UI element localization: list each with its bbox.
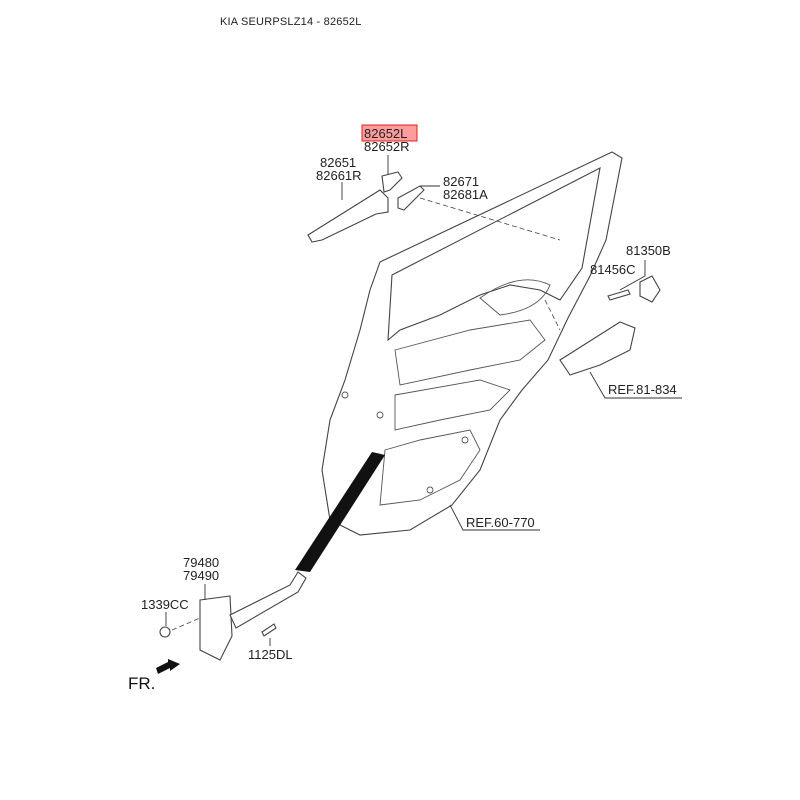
label-82652R[interactable]: 82652R	[364, 139, 410, 154]
label-82671[interactable]: 82671	[443, 174, 479, 189]
label-79490[interactable]: 79490	[183, 568, 219, 583]
front-direction-label: FR.	[128, 674, 155, 693]
label-1339CC[interactable]: 1339CC	[141, 597, 189, 612]
front-arrow-icon	[156, 659, 180, 674]
handle-cover	[381, 171, 403, 193]
label-82681A[interactable]: 82681A	[443, 187, 488, 202]
rear-door-panel	[321, 151, 623, 536]
label-81456C[interactable]: 81456C	[590, 262, 636, 277]
outside-door-handle	[307, 189, 389, 243]
handle-bezel	[397, 185, 425, 211]
diagram-title: KIA SEURPSLZ14 - 82652L	[220, 16, 362, 28]
label-82651[interactable]: 82651	[320, 155, 356, 170]
label-81350B[interactable]: 81350B	[626, 243, 671, 258]
label-82652L[interactable]: 82652L	[364, 126, 407, 141]
label-ref-60-770[interactable]: REF.60-770	[466, 515, 535, 530]
label-79480[interactable]: 79480	[183, 555, 219, 570]
door-checker	[159, 452, 385, 661]
highlight-box	[361, 124, 418, 142]
label-82661R[interactable]: 82661R	[316, 168, 362, 183]
label-1125DL[interactable]: 1125DL	[248, 647, 293, 662]
label-ref-81-834[interactable]: REF.81-834	[608, 382, 677, 397]
door-latch	[559, 275, 661, 376]
